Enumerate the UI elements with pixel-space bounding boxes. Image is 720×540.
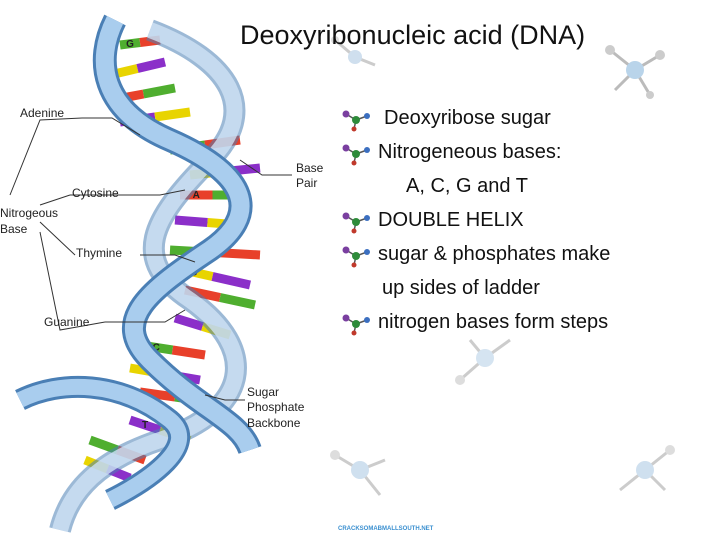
molecule-bullet-icon	[342, 212, 370, 234]
bullet-item: Nitrogeneous bases:	[340, 138, 715, 172]
label-base-pair-1: Base	[296, 161, 324, 175]
label-backbone-2: Phosphate	[247, 400, 305, 414]
label-backbone-3: Backbone	[247, 416, 301, 430]
label-adenine: Adenine	[20, 106, 64, 120]
bullet-list: Deoxyribose sugar Nitrogeneous bases: A,…	[340, 104, 715, 342]
bullet-item: nitrogen bases form steps	[340, 308, 715, 342]
base-segment	[219, 293, 256, 310]
molecule-bullet-icon	[342, 144, 370, 166]
molecule-decoration-icon	[605, 45, 665, 99]
label-nitrogenous-base-1: Nitrogeous	[0, 206, 58, 220]
backbone-ribbon-back-fill	[52, 22, 244, 533]
base-segment	[136, 57, 167, 73]
label-base-pair-2: Pair	[296, 176, 317, 190]
base-segment	[174, 215, 208, 227]
bullet-item: sugar & phosphates make	[340, 240, 715, 274]
base-letter: T	[142, 420, 148, 431]
base-segment	[154, 107, 191, 122]
label-guanine: Guanine	[44, 315, 90, 329]
footer-watermark: CRACKSOMABMALLSOUTH.NET	[338, 526, 434, 532]
base-letter: A	[193, 190, 200, 201]
molecule-decoration-icon	[330, 450, 386, 496]
base-segment	[173, 313, 204, 331]
bullet-item: DOUBLE HELIX	[340, 206, 715, 240]
base-segment	[171, 345, 206, 360]
backbone-ribbon-lower-fill	[16, 378, 188, 508]
base-letter: G	[126, 39, 134, 50]
bullet-text: Deoxyribose sugar	[384, 107, 551, 129]
bullet-text: Nitrogeneous bases:	[378, 141, 562, 163]
leader-lines	[9, 117, 292, 401]
base-letter: C	[153, 343, 160, 354]
base-segment	[211, 272, 251, 290]
backbone-ribbon-front-fill	[95, 15, 259, 454]
slide-title: Deoxyribonucleic acid (DNA)	[240, 20, 586, 50]
molecule-decoration-icon	[455, 338, 511, 385]
base-segment	[119, 38, 141, 50]
bullet-text: sugar & phosphates make	[378, 243, 611, 265]
bullet-text: nitrogen bases form steps	[378, 311, 609, 333]
bullet-text: A, C, G and T	[406, 175, 528, 197]
base-segment	[142, 83, 176, 99]
bullet-item: Deoxyribose sugar	[340, 104, 715, 138]
molecule-bullet-icon	[342, 314, 370, 336]
bullet-item-continuation: up sides of ladder	[340, 274, 715, 308]
bullet-text: up sides of ladder	[382, 277, 540, 299]
label-cytosine: Cytosine	[72, 186, 119, 200]
molecule-decoration-icon	[331, 36, 376, 67]
label-nitrogenous-base-2: Base	[0, 222, 28, 236]
molecule-decoration-icon	[619, 445, 675, 492]
molecule-bullet-icon	[342, 246, 370, 268]
molecule-bullet-icon	[342, 110, 370, 132]
base-segment	[88, 435, 120, 455]
label-thymine: Thymine	[76, 246, 122, 260]
base-segment	[128, 415, 162, 435]
bullet-text: DOUBLE HELIX	[378, 209, 524, 231]
bullet-item-continuation: A, C, G and T	[340, 172, 715, 206]
label-backbone-1: Sugar	[247, 385, 279, 399]
